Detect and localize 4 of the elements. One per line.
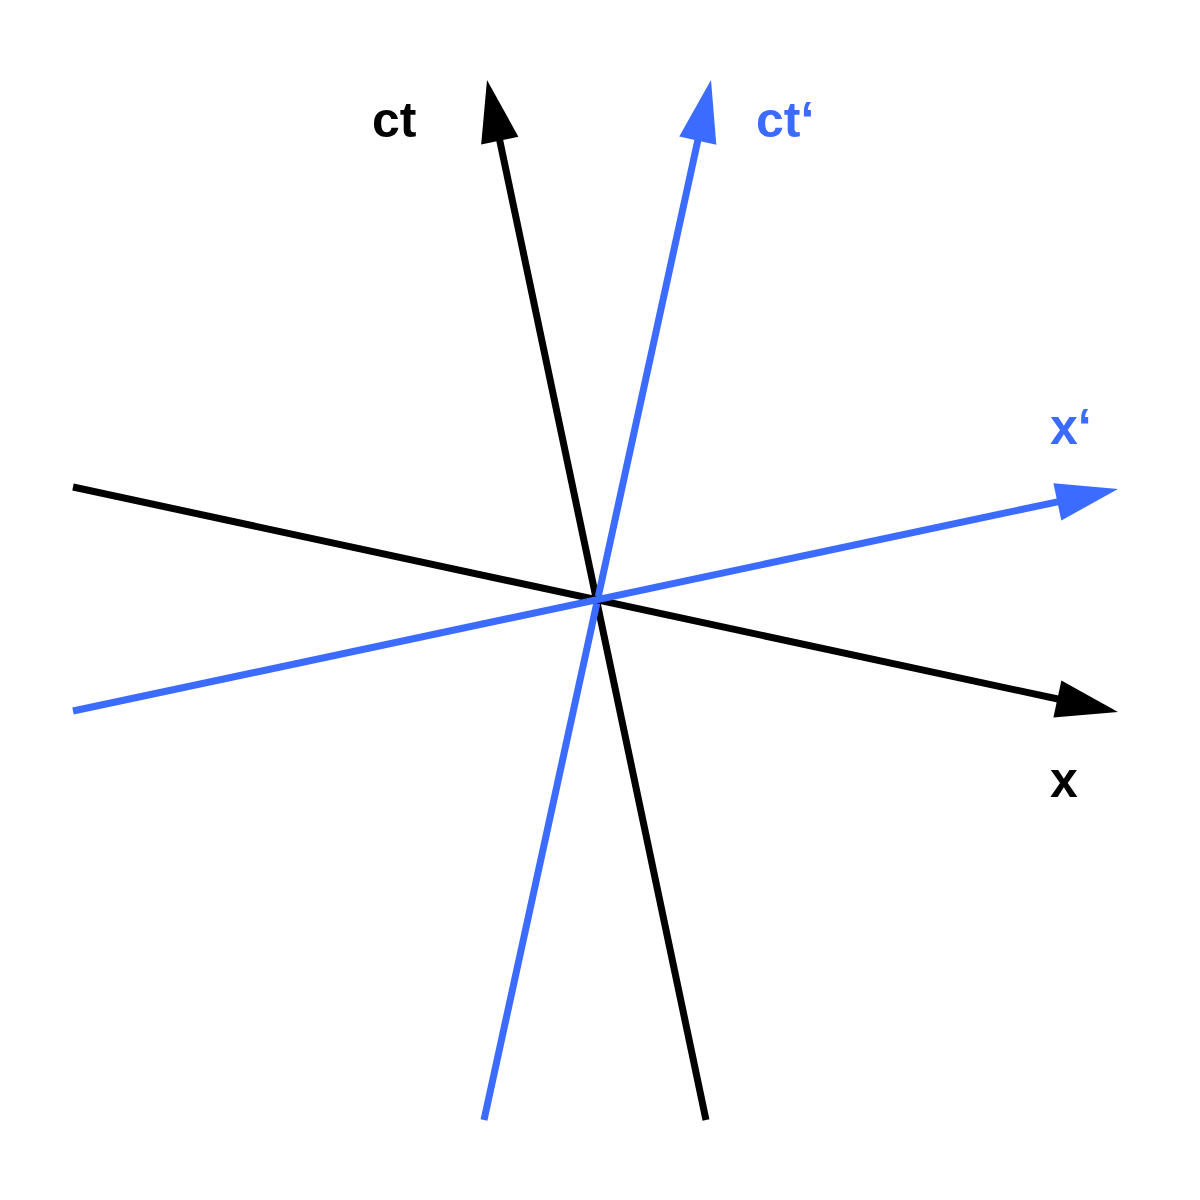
axis-label: ct‘ — [756, 95, 815, 145]
axis-label: x — [1050, 755, 1078, 805]
axis-label: ct — [372, 95, 417, 145]
axis-label: x‘ — [1050, 402, 1092, 452]
